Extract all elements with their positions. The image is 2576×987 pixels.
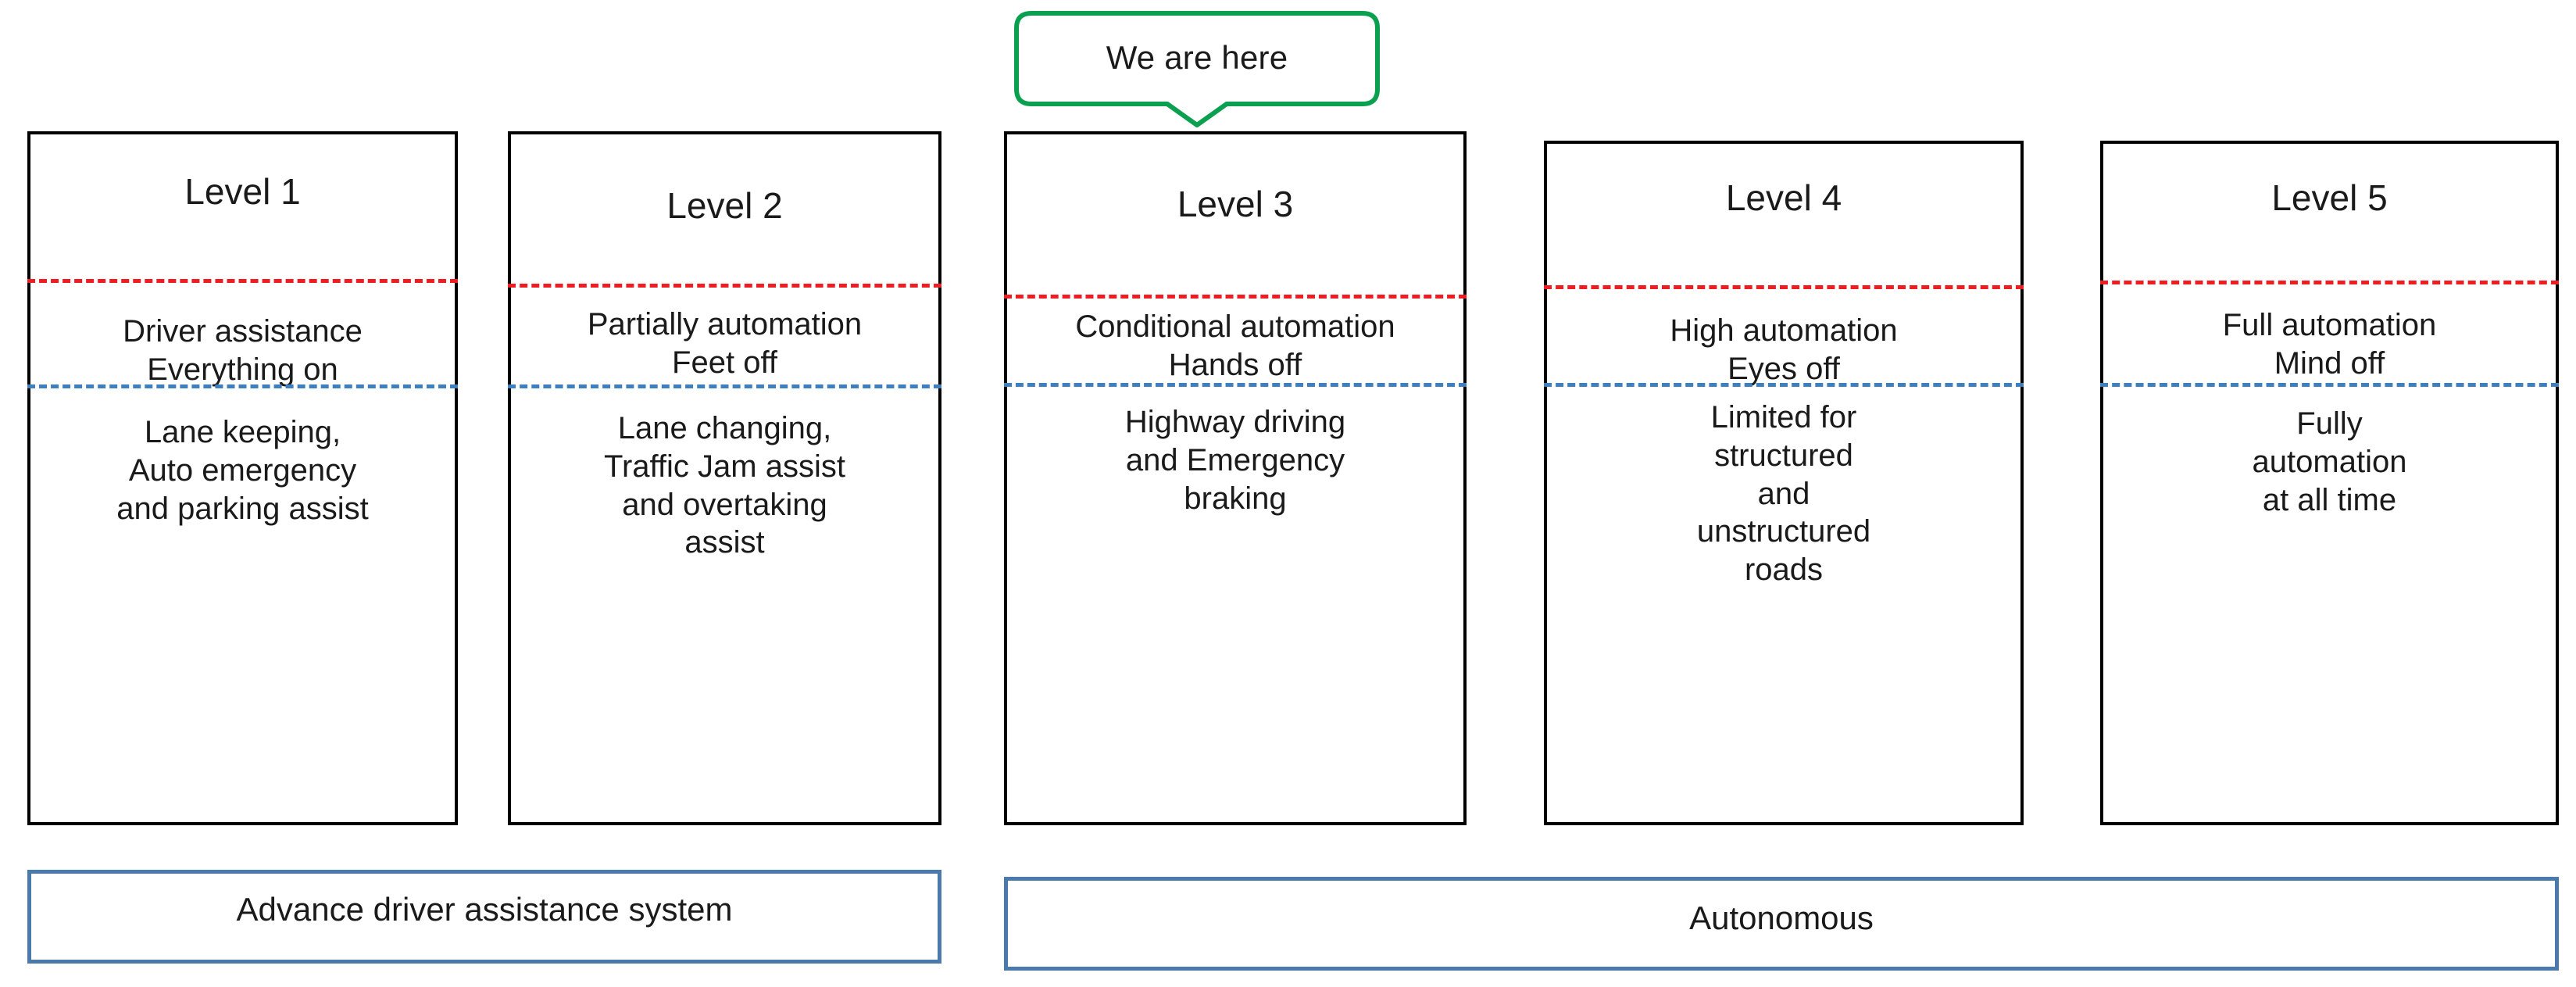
level-capabilities-3: Highway driving and Emergency braking	[1124, 405, 1346, 516]
level-card-1[interactable]: Level 1 Driver assistance Everything on …	[27, 131, 458, 825]
level-card-3[interactable]: Level 3 Conditional automation Hands off…	[1004, 131, 1467, 825]
divider-red-1	[27, 279, 458, 283]
divider-red-5	[2100, 281, 2559, 284]
level-card-5[interactable]: Level 5 Full automation Mind off Fully a…	[2100, 141, 2559, 825]
level-card-4[interactable]: Level 4 High automation Eyes off Limited…	[1544, 141, 2024, 825]
level-description-2: Partially automation Feet off	[587, 307, 863, 380]
level-description-1: Driver assistance Everything on	[123, 314, 363, 387]
level-title-4: Level 4	[1725, 177, 1842, 218]
level-title-2: Level 2	[666, 185, 783, 226]
divider-red-4	[1544, 285, 2024, 289]
level-title-3: Level 3	[1177, 184, 1294, 224]
divider-red-2	[508, 284, 941, 288]
level-description-3: Conditional automation Hands off	[1075, 309, 1395, 382]
divider-blue-4	[1544, 383, 2024, 387]
divider-blue-1	[27, 384, 458, 388]
level-description-5: Full automation Mind off	[2222, 308, 2437, 381]
level-description-4: High automation Eyes off	[1670, 313, 1898, 386]
level-title-5: Level 5	[2271, 177, 2388, 218]
we-are-here-callout: We are here	[1014, 11, 1380, 127]
level-capabilities-1: Lane keeping, Auto emergency and parking…	[116, 415, 369, 526]
footer-bar-adas-label: Advance driver assistance system	[236, 891, 733, 928]
callout-label: We are here	[1106, 39, 1288, 76]
level-card-2[interactable]: Level 2 Partially automation Feet off La…	[508, 131, 941, 825]
callout-bubble-shape	[1014, 11, 1380, 127]
level-capabilities-2: Lane changing, Traffic Jam assist and ov…	[604, 411, 845, 560]
level-capabilities-5: Fully automation at all time	[2252, 406, 2407, 517]
divider-blue-2	[508, 384, 941, 388]
level-title-1: Level 1	[184, 171, 301, 212]
divider-red-3	[1004, 295, 1467, 299]
level-capabilities-4: Limited for structured and unstructured …	[1696, 400, 1871, 588]
divider-blue-5	[2100, 383, 2559, 387]
footer-bar-adas[interactable]: Advance driver assistance system	[27, 870, 941, 964]
footer-bar-autonomous-label: Autonomous	[1689, 899, 1874, 936]
footer-bar-autonomous[interactable]: Autonomous	[1004, 877, 2559, 971]
divider-blue-3	[1004, 383, 1467, 387]
